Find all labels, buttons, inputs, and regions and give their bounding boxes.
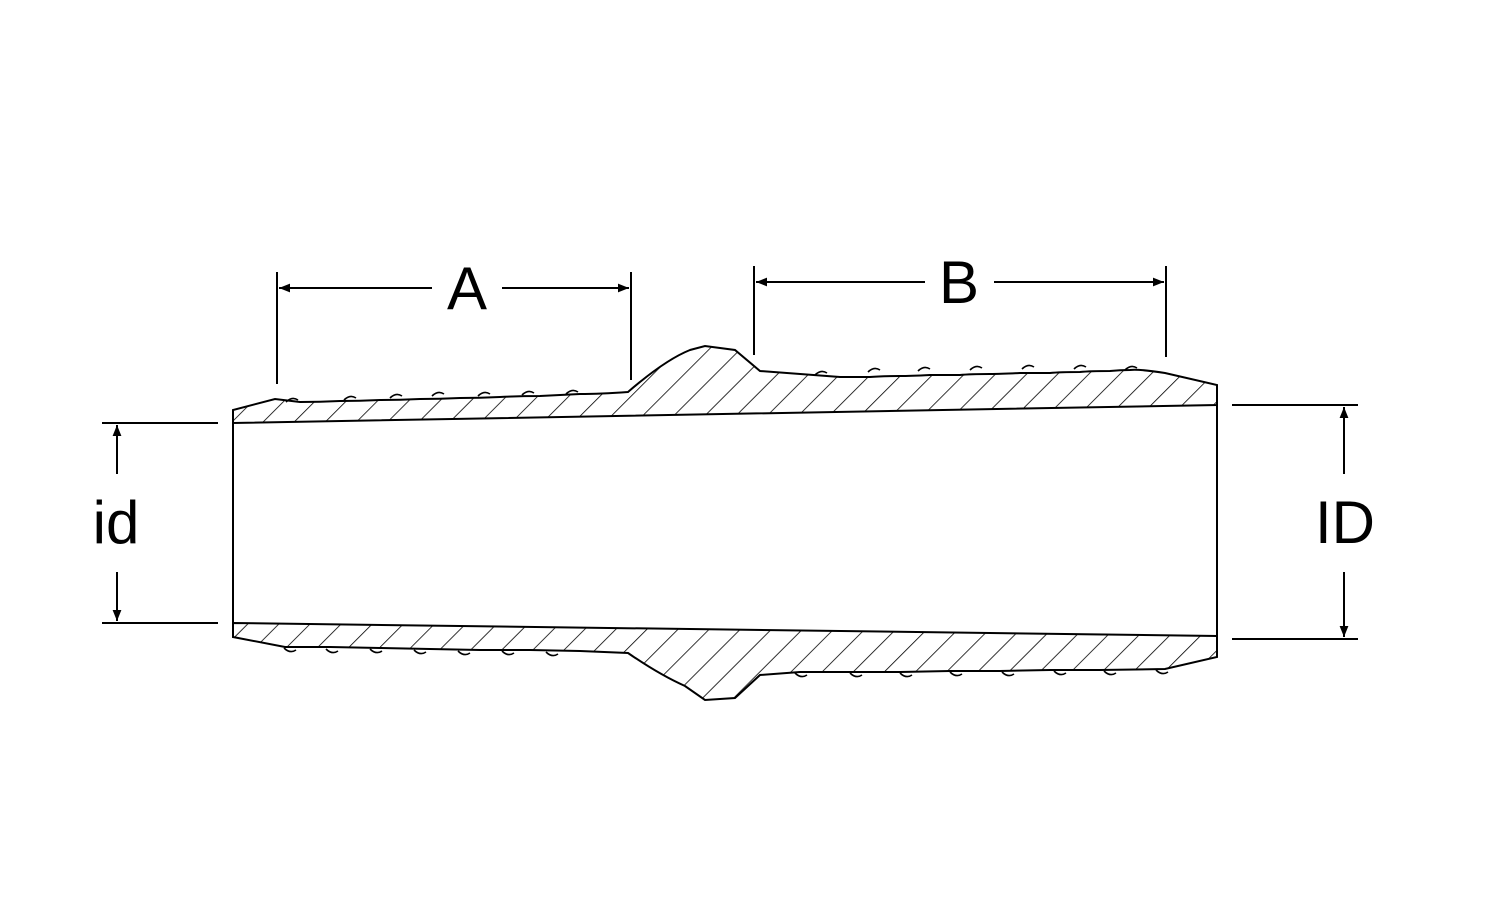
lower-wall-section: [232, 621, 1218, 702]
dimension-a-label: A: [447, 255, 487, 322]
upper-barb-ridges: [285, 364, 1138, 403]
dimension-a: [276, 272, 632, 384]
dimension-large-id: [1232, 404, 1358, 640]
upper-wall-section: [232, 344, 1218, 425]
dimension-b: [753, 266, 1167, 357]
dimension-id: [102, 422, 218, 624]
dimension-large-id-label: ID: [1315, 489, 1375, 556]
dimension-id-label: id: [93, 489, 140, 556]
dimension-b-label: B: [939, 249, 979, 316]
lower-barb-ridges: [283, 647, 1169, 678]
